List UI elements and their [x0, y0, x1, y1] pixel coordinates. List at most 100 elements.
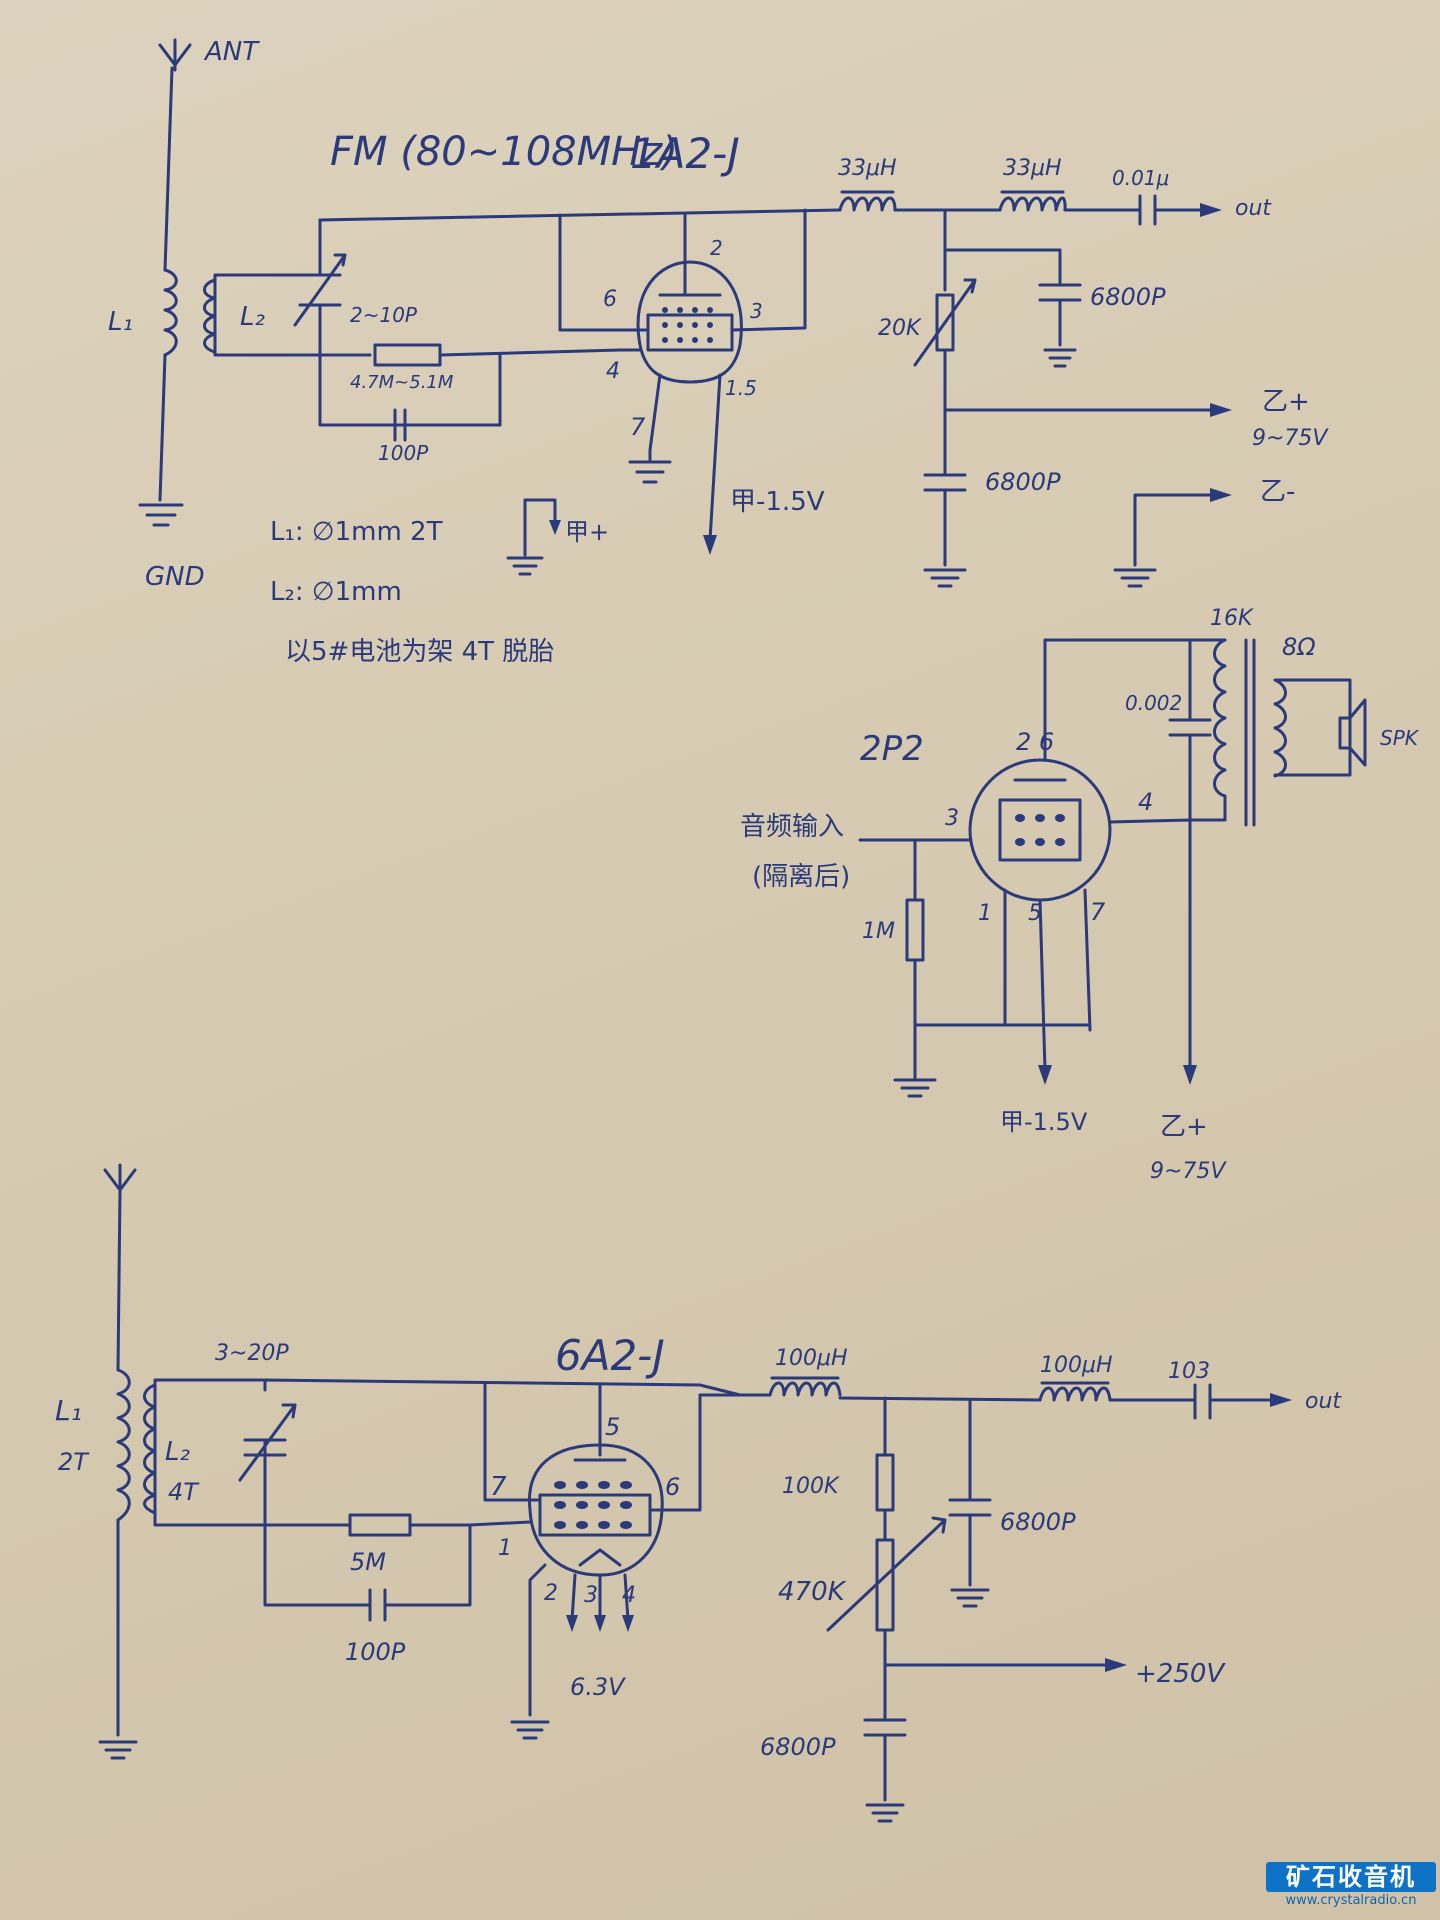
speaker-icon: [1338, 698, 1367, 767]
note-coil-form: 以5#电池为架 4T 脱胎: [285, 637, 554, 667]
filament-arrow-2: [1038, 1065, 1052, 1085]
pot-20k-label: 20K: [878, 316, 922, 341]
a-minus-label: 甲-1.5V: [730, 487, 825, 517]
a-plus-wiring: [523, 498, 557, 557]
pin-6-label-3: 6: [665, 1473, 680, 1501]
transformer-secondary: [1273, 678, 1352, 778]
coil-l1-3: [116, 1368, 131, 1522]
circuit-1-title: FM (80~108MHz): [330, 129, 678, 175]
bypass-cap-3-1-label: 6800P: [1000, 1508, 1076, 1536]
choke-33uh-1: [838, 196, 897, 212]
antenna-label: ANT: [203, 37, 260, 67]
supply-wiring-3: [883, 1396, 1107, 1802]
circuit-1-tube-type: 1A2-J: [630, 129, 740, 178]
ground-label: GND: [145, 562, 205, 592]
choke-100uh-1: [768, 1381, 842, 1397]
choke-3-1-label: 100μH: [775, 1346, 848, 1371]
pin-1-label-3: 1: [498, 1536, 512, 1561]
circuit-1-fm-regenerative: ANT L₁ GND FM (80~108MHz) 1A2-J out 33μH…: [108, 37, 1329, 667]
b-minus-label: 乙-: [1260, 477, 1295, 507]
tube-1a2j-leads: [558, 208, 807, 542]
pot-20k: [935, 293, 955, 352]
grid-wiring-3: [263, 1520, 532, 1607]
ground-symbol-cap1: [1043, 348, 1077, 368]
antenna-wire-3: [116, 1188, 122, 1737]
tube-2p2-electrodes: [998, 778, 1082, 862]
input-wiring: [858, 838, 972, 1082]
grid-cap: [393, 408, 407, 442]
pin-2-label-3: 2: [544, 1581, 558, 1606]
watermark-url: www.crystalradio.cn: [1285, 1893, 1417, 1908]
circuit-3-tube-type: 6A2-J: [555, 1331, 665, 1380]
pin-5-label-2: 5: [1028, 901, 1042, 926]
bypass-cap-3-2: [863, 1718, 907, 1737]
tube-6a2j-electrodes: [538, 1458, 652, 1567]
pin-3-label: 3: [750, 299, 763, 323]
plate-cap: [1168, 718, 1212, 737]
transformer-primary: [1188, 638, 1227, 822]
ground-symbol-tube: [628, 460, 672, 484]
pin-3-label-2: 3: [945, 806, 959, 831]
ground-symbol-cap2: [923, 568, 967, 588]
grid-cap-label: 100P: [378, 441, 429, 465]
ground-symbol-ant-3: [98, 1740, 138, 1760]
circuit-3-6a2j-regenerative: L₁ 2T L₂ 4T 3~20P 5M 100P 6A2-J 5 7 6: [55, 1163, 1342, 1823]
ground-symbol-bminus: [1113, 568, 1157, 588]
choke-33uh-2: [998, 196, 1067, 212]
tube-1a2j-electrodes: [646, 293, 734, 352]
b-plus-arrow-3: [1105, 1658, 1127, 1672]
circuit-2-tube-type: 2P2: [860, 729, 924, 769]
antenna-wire: [158, 66, 174, 502]
b-plus-arrow: [1210, 403, 1232, 417]
variable-cap-label: 2~10P: [350, 303, 418, 327]
pin-26-label-2: 2 6: [1016, 728, 1054, 756]
pin-2-label: 2: [710, 236, 723, 260]
transformer-secondary-label: 8Ω: [1282, 633, 1316, 661]
pin-4-label-2: 4: [1138, 788, 1153, 816]
out-arrow-3: [1270, 1393, 1292, 1407]
choke-3-2-label: 100μH: [1040, 1353, 1113, 1378]
b-plus-arrow-2: [1183, 1065, 1197, 1085]
site-watermark: 矿石收音机 www.crystalradio.cn: [1266, 1862, 1436, 1916]
plate-cap-label: 0.002: [1125, 691, 1182, 715]
resistor-100k-label: 100K: [782, 1474, 840, 1499]
ground-symbol-ant: [138, 503, 184, 527]
pin-6-label: 6: [603, 287, 617, 312]
pin-1-label-2: 1: [978, 901, 992, 926]
pin-5-label-3: 5: [605, 1413, 620, 1441]
coil-l2-3-label: L₂: [165, 1437, 190, 1467]
cap-out: [1138, 194, 1157, 226]
variable-cap-3-label: 3~20P: [215, 1341, 289, 1366]
a-minus-label-2: 甲-1.5V: [1000, 1108, 1088, 1136]
transformer-primary-label: 16K: [1210, 606, 1254, 631]
a-plus-arrow: [549, 520, 561, 535]
b-plus-label-3: +250V: [1135, 1659, 1226, 1689]
b-plus-label: 乙+: [1262, 387, 1310, 417]
choke-1-label: 33μH: [838, 156, 897, 181]
choke-100uh-2: [1038, 1386, 1112, 1402]
b-plus-label-2: 乙+: [1160, 1112, 1208, 1142]
grid-resistor-label: 4.7M~5.1M: [350, 372, 454, 393]
variable-cap-3: [238, 1403, 297, 1527]
bypass-cap-1: [1038, 283, 1082, 302]
pin-15-label: 1.5: [725, 376, 757, 400]
variable-cap: [293, 253, 347, 327]
a-plus-label: 甲+: [565, 518, 609, 546]
grid-resistor-3: [348, 1513, 412, 1537]
ground-symbol-cap3-1: [950, 1588, 990, 1608]
out-label: out: [1235, 196, 1272, 221]
transformer-core: [1244, 638, 1256, 827]
cap-out-3-label: 103: [1168, 1359, 1210, 1384]
ground-symbol-aplus: [506, 556, 544, 576]
pin-3-label-3: 3: [584, 1583, 598, 1608]
coil-l2-label: L₂: [240, 302, 265, 332]
ground-symbol-cap3-2: [865, 1803, 905, 1823]
b-minus-arrow: [1210, 488, 1232, 502]
filament-wiring: [913, 888, 1092, 1072]
heater-label: 6.3V: [570, 1673, 626, 1701]
cap-out-label: 0.01μ: [1112, 166, 1169, 190]
filament-arrow: [703, 535, 717, 555]
pot-470k: [875, 1538, 895, 1632]
coil-l2-3-turns: 4T: [168, 1478, 200, 1506]
